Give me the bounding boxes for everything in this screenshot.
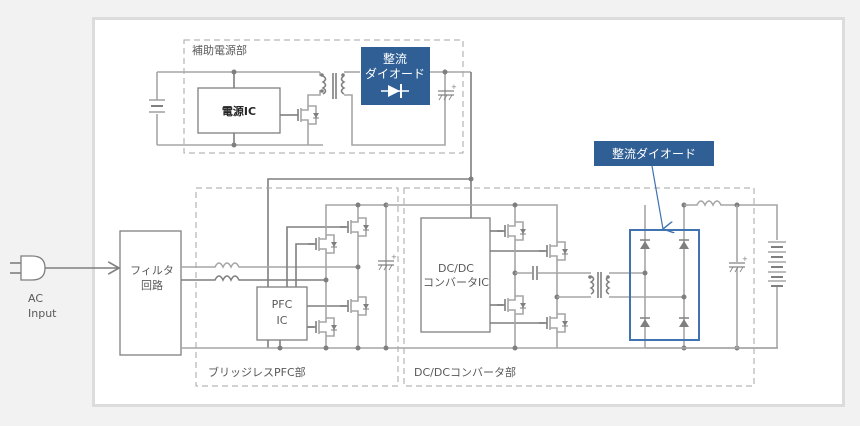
output-inductor-icon	[684, 200, 778, 240]
pfc-ic-label-line1: PFC	[272, 298, 293, 311]
dcdc-mosfet-1-icon	[496, 218, 527, 244]
power-ic-block	[197, 87, 281, 134]
output-capacitor-icon	[728, 254, 749, 273]
aux-power-section-border	[183, 39, 464, 154]
pfc-ic-label-line2: IC	[277, 314, 288, 327]
dcdc-mosfet-3-icon	[496, 292, 527, 318]
power-ic-label: 電源IC	[222, 104, 256, 118]
diagram-panel	[92, 17, 845, 407]
aux-capacitor-icon	[437, 82, 458, 101]
aux-rectifier-diode-callout	[361, 47, 430, 105]
ac-input-label-line1: AC	[28, 292, 43, 305]
pfc-inductor-2-icon	[181, 275, 326, 282]
pfc-ic-block	[256, 286, 308, 341]
aux-transformer-icon	[321, 75, 327, 95]
filter-label-line1: フィルタ	[130, 264, 174, 277]
pfc-inductor-1-icon	[181, 262, 358, 269]
pfc-mosfet-3-icon	[339, 293, 370, 319]
callout-arrow	[651, 165, 663, 229]
aux-mosfet-icon	[289, 102, 320, 128]
aux-diode-label-line1: 整流	[383, 51, 407, 66]
filter-label-line2: 回路	[141, 279, 163, 292]
dcdc-section-label: DC/DCコンバータ部	[414, 365, 516, 379]
diode-icon	[381, 84, 409, 98]
dcdc-mosfet-4-icon	[538, 310, 569, 336]
pfc-section-border	[195, 187, 399, 387]
ac-input-label-line2: Input	[28, 307, 57, 320]
pfc-mosfet-4-icon	[307, 314, 338, 340]
pfc-mosfet-1-icon	[307, 231, 338, 257]
filter-circuit-block	[119, 230, 182, 356]
aux-diode-label-line2: ダイオード	[365, 66, 425, 81]
dcdc-section-border	[403, 187, 755, 387]
aux-power-section-label: 補助電源部	[192, 43, 247, 57]
pfc-mosfet-2-icon	[339, 214, 370, 240]
output-battery-icon	[768, 241, 786, 287]
output-diode-callout	[594, 141, 714, 166]
pfc-section-label: ブリッジレスPFC部	[208, 365, 306, 379]
main-transformer-icon	[589, 275, 595, 295]
output-diode-highlight	[629, 229, 700, 341]
dcdc-ic-label-line2: コンバータIC	[423, 276, 489, 289]
output-diode-callout-label: 整流ダイオード	[612, 146, 696, 161]
ac-plug-icon	[10, 255, 46, 281]
pfc-capacitor-icon	[377, 252, 398, 271]
dcdc-mosfet-2-icon	[538, 238, 569, 264]
dcdc-ic-block	[420, 217, 491, 333]
bridge-diodes-icon	[640, 239, 689, 327]
dcdc-ic-label-line1: DC/DC	[438, 262, 474, 275]
